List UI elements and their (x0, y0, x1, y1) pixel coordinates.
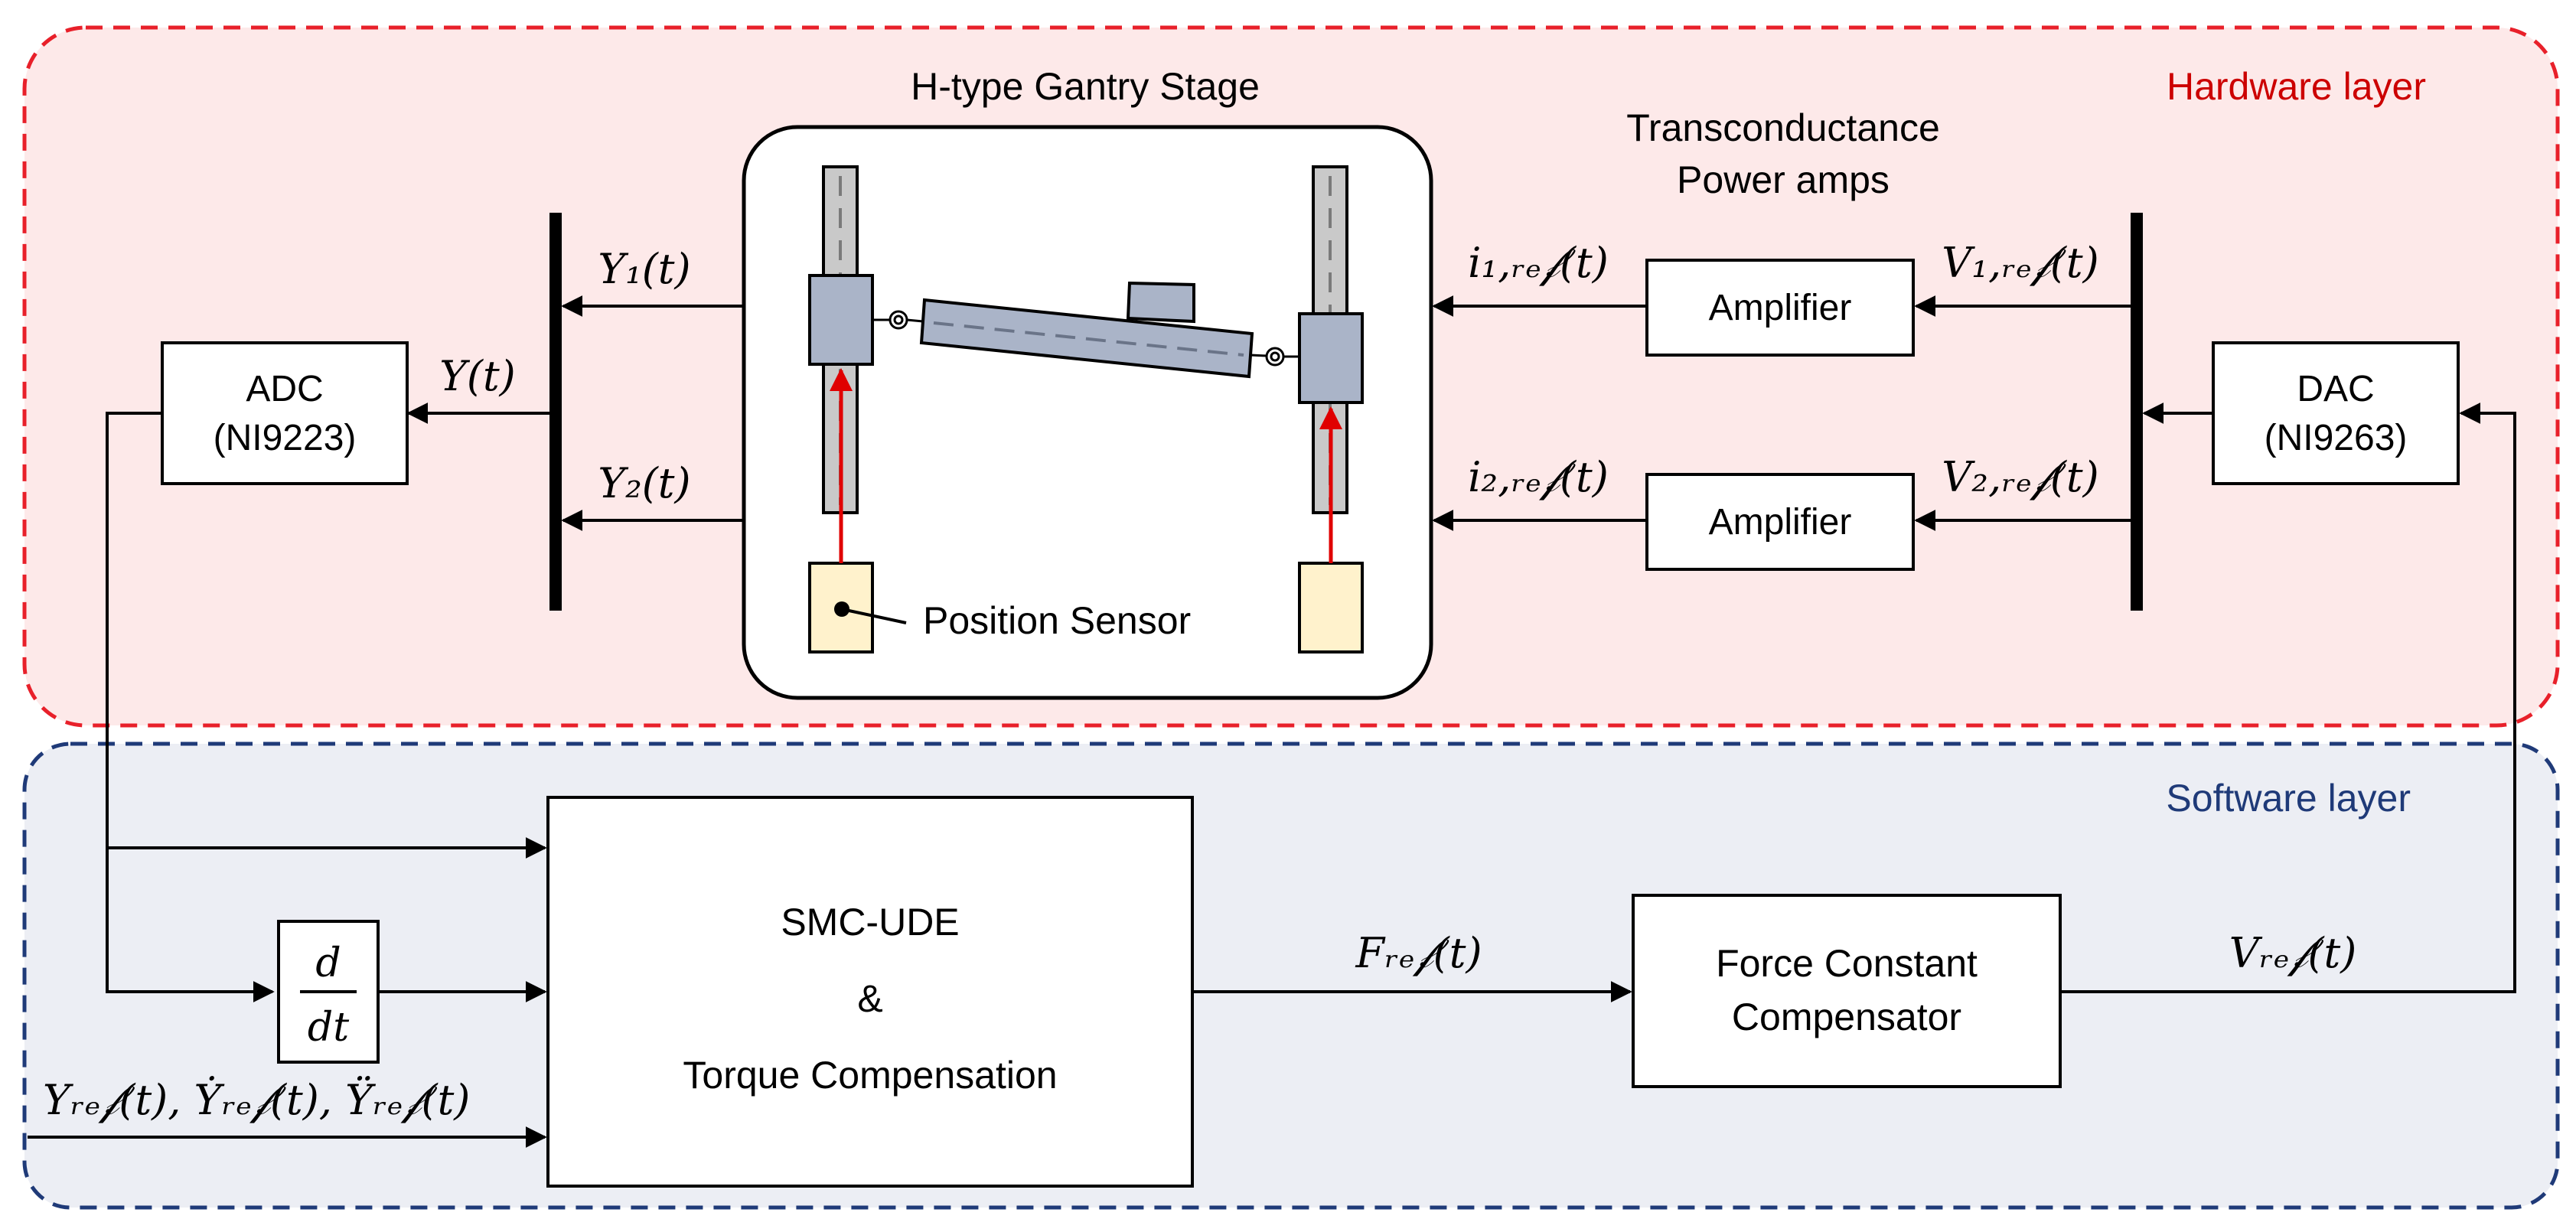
y2-label: Y₂(t) (598, 459, 690, 507)
dac-model: (NI9263) (2265, 418, 2408, 458)
adc-block (161, 341, 409, 485)
v1-label: V₁,ᵣₑ𝒻(t) (1942, 239, 2098, 287)
y1-label: Y₁(t) (598, 245, 690, 293)
gantry-beam (919, 281, 1254, 379)
amps-title-line2: Power amps (1677, 158, 1890, 201)
dac-label: DAC (2297, 369, 2374, 409)
left-carriage (808, 274, 874, 366)
y-label: Y(t) (439, 352, 515, 400)
adc-feedback-line (106, 412, 275, 1002)
right-carriage (1298, 312, 1364, 404)
derivative-denominator: dt (308, 1005, 349, 1051)
beam-payload (1126, 281, 1195, 324)
controller-line1: SMC-UDE (781, 901, 959, 944)
v2-label: V₂,ᵣₑ𝒻(t) (1942, 453, 2098, 501)
controller-line3: Torque Compensation (683, 1054, 1057, 1097)
amplifier-2-label: Amplifier (1709, 502, 1852, 543)
dac-block (2212, 341, 2460, 485)
compensator-line1: Force Constant (1716, 942, 1978, 985)
v-ref-label: Vᵣₑ𝒻(t) (2229, 929, 2357, 977)
derivative-numerator: d (315, 940, 341, 986)
amplifier-block-2 (1645, 473, 1915, 571)
f-ref-label: Fᵣₑ𝒻(t) (1355, 929, 1482, 977)
reference-input-label: Yᵣₑ𝒻(t), Ẏᵣₑ𝒻(t), Ÿᵣₑ𝒻(t) (43, 1075, 470, 1124)
compensator-line2: Compensator (1732, 996, 1961, 1038)
force-constant-compensator-block (1632, 894, 2062, 1088)
amps-title-line1: Transconductance (1626, 106, 1940, 149)
i2-label: i₂,ᵣₑ𝒻(t) (1468, 453, 1609, 501)
right-position-sensor (1298, 562, 1364, 653)
software-layer-label: Software layer (2166, 777, 2411, 820)
gantry-stage-frame (742, 125, 1433, 700)
smc-ude-controller-block (546, 796, 1194, 1188)
v-ref-feedback-line (2060, 403, 2516, 993)
gantry-title: H-type Gantry Stage (911, 65, 1260, 108)
left-joint-icon (872, 310, 924, 330)
amplifier-1-label: Amplifier (1709, 288, 1852, 328)
position-sensor-label: Position Sensor (923, 599, 1191, 642)
hardware-layer-label: Hardware layer (2167, 65, 2426, 108)
controller-line2: & (857, 977, 882, 1020)
adc-model: (NI9223) (214, 418, 357, 458)
adc-label: ADC (246, 369, 323, 409)
i1-label: i₁,ᵣₑ𝒻(t) (1468, 239, 1609, 287)
